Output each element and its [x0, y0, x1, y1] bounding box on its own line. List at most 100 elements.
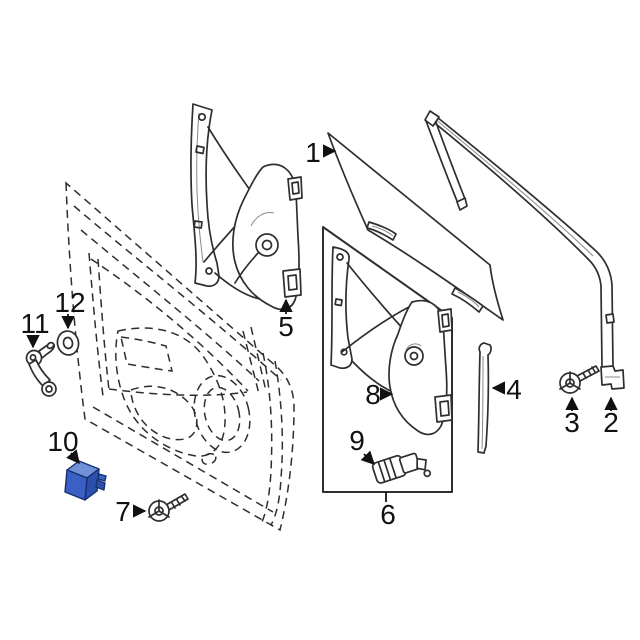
callout-number-10: 10 [47, 426, 78, 457]
door-rear-pillar-line [261, 352, 273, 523]
part-door-module-highlighted [64, 460, 107, 501]
door-rear-pillar-line-2 [270, 360, 284, 526]
run-channel-front-leg-inner [425, 120, 458, 202]
part-window-crank-handle [25, 341, 57, 397]
part-window-regulator-kit [330, 246, 453, 436]
callout-number-3: 3 [564, 407, 580, 438]
door-front-pillar-line [88, 252, 104, 397]
washer-outer [56, 330, 80, 356]
kit-mount-bracket-hole [441, 313, 450, 328]
part-glass-run-channel [424, 110, 625, 390]
callout-number-5: 5 [278, 311, 294, 342]
screw-threads [171, 496, 186, 509]
washer-inner [62, 336, 74, 350]
callout-numbers: 1 2 3 4 5 6 7 8 9 10 11 12 [20, 137, 618, 530]
door-front-pillar-line-2 [97, 258, 110, 391]
switch-pocket [120, 336, 173, 372]
part-washer [56, 330, 80, 356]
kit-mount-bracket [437, 308, 453, 333]
bolt-shaft [576, 365, 600, 382]
callout-arrow-9 [360, 450, 375, 465]
inner-panel-stamping [115, 327, 226, 457]
glass-outline [327, 132, 504, 321]
mount-bracket [282, 268, 302, 298]
drive-body-detail [250, 212, 275, 227]
rail-hole [205, 267, 213, 275]
cable-drum [255, 233, 279, 257]
motor-tip [416, 457, 427, 471]
module-front-face [64, 469, 88, 501]
guide-strip [477, 342, 492, 454]
motor-nub [423, 469, 432, 478]
mount-bracket-hole [291, 181, 300, 195]
door-panel-dashed-outline [65, 181, 295, 532]
glass-clip-line [371, 225, 394, 237]
small-access-hole [201, 452, 217, 466]
mount-bracket-hole [287, 274, 298, 291]
armrest-cutout [130, 385, 198, 441]
callout-number-7: 7 [115, 496, 131, 527]
glass-clip-line [457, 291, 480, 308]
crank-arm [28, 359, 51, 387]
kit-cable-drum-center [409, 351, 419, 361]
run-channel-groove [433, 117, 594, 257]
callout-arrows [26, 144, 618, 518]
callout-arrow-10 [66, 449, 80, 465]
regulator-rail-groove [196, 112, 204, 263]
kit-mount-bracket-hole [439, 400, 450, 417]
callout-number-9: 9 [349, 425, 365, 456]
door-frame-line-2 [80, 229, 260, 382]
crank-roller-hole [45, 385, 53, 393]
bolt-threads [582, 366, 596, 379]
part-window-regulator [190, 103, 303, 311]
kit-body-detail [405, 343, 422, 351]
crank-roller [41, 381, 57, 397]
kit-rail-slot [334, 298, 343, 307]
part-glass-guide [477, 342, 492, 454]
door-silhouette [65, 181, 295, 532]
window-opening-belt-edge [108, 388, 248, 396]
kit-mount-bracket [434, 394, 453, 423]
cable-drum-center [261, 239, 273, 251]
door-frame-line [73, 205, 282, 381]
part-bolt [559, 365, 600, 394]
vent-divider-line [242, 330, 260, 395]
regulator-arm [234, 252, 259, 284]
speaker-hole-outer [193, 374, 251, 454]
run-channel-outer [431, 112, 614, 368]
callout-number-1: 1 [305, 137, 321, 168]
part-window-glass [327, 132, 504, 321]
run-channel-inner [435, 123, 603, 368]
regulator-rail [190, 103, 220, 287]
callout-number-6: 6 [380, 499, 396, 530]
part-screw [148, 493, 189, 522]
module-connector-tab [97, 473, 107, 482]
rail-slot [193, 220, 203, 229]
rail-slot [195, 145, 205, 155]
vent-divider-line-2 [250, 326, 267, 392]
part-window-motor [371, 452, 432, 484]
guide-strip-groove [481, 355, 484, 450]
mount-bracket [287, 176, 303, 201]
screw-head-slots [148, 499, 170, 518]
window-opening-rear-edge [90, 258, 249, 392]
bolt-head-slots [559, 371, 581, 390]
glass-clip [451, 287, 484, 313]
run-channel-leg-tip [456, 197, 468, 211]
motor-ribs [377, 457, 398, 483]
crank-knob-end [46, 341, 55, 350]
rail-hole [197, 112, 207, 122]
callout-number-11: 11 [20, 308, 49, 339]
kit-cable-drum [404, 346, 424, 366]
module-connector-tab [95, 479, 106, 491]
crank-pivot-hole [29, 354, 37, 361]
speaker-hole-inner [203, 386, 241, 442]
run-channel-apex-cap [424, 110, 440, 127]
kit-rail [330, 246, 353, 370]
kit-rail-hole [336, 253, 344, 261]
door-bottom-inner-edge [92, 406, 274, 513]
run-channel-notch [605, 313, 615, 324]
callout-number-12: 12 [54, 287, 85, 318]
